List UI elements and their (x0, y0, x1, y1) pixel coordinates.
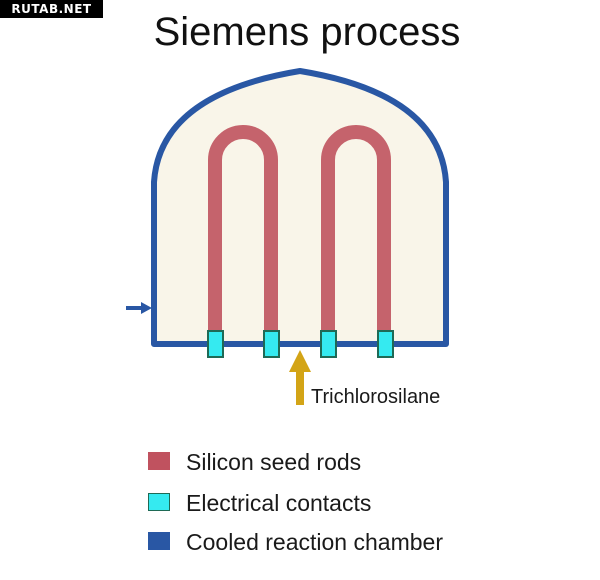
legend-label-chamber: Cooled reaction chamber (186, 529, 443, 555)
legend-swatch-contacts (148, 493, 170, 511)
trichlorosilane-label: Trichlorosilane (311, 386, 440, 408)
trichlorosilane-inlet-arrow (289, 350, 311, 405)
diagram-title: Siemens process (153, 10, 461, 54)
silicon-rod-left (208, 125, 278, 337)
legend-swatch-rods (148, 452, 170, 470)
silicon-rod-right (321, 125, 391, 337)
watermark-logo: RUTAB.NET (0, 0, 103, 18)
electrical-contact-2 (263, 330, 280, 358)
legend-label-contacts: Electrical contacts (186, 490, 372, 516)
electrical-contact-3 (320, 330, 337, 358)
side-inlet-arrow-head (141, 302, 152, 314)
reaction-chamber (151, 68, 449, 347)
legend-swatch-chamber (148, 532, 170, 550)
electrical-contact-1 (207, 330, 224, 358)
legend-label-rods: Silicon seed rods (186, 449, 362, 475)
electrical-contact-4 (377, 330, 394, 358)
